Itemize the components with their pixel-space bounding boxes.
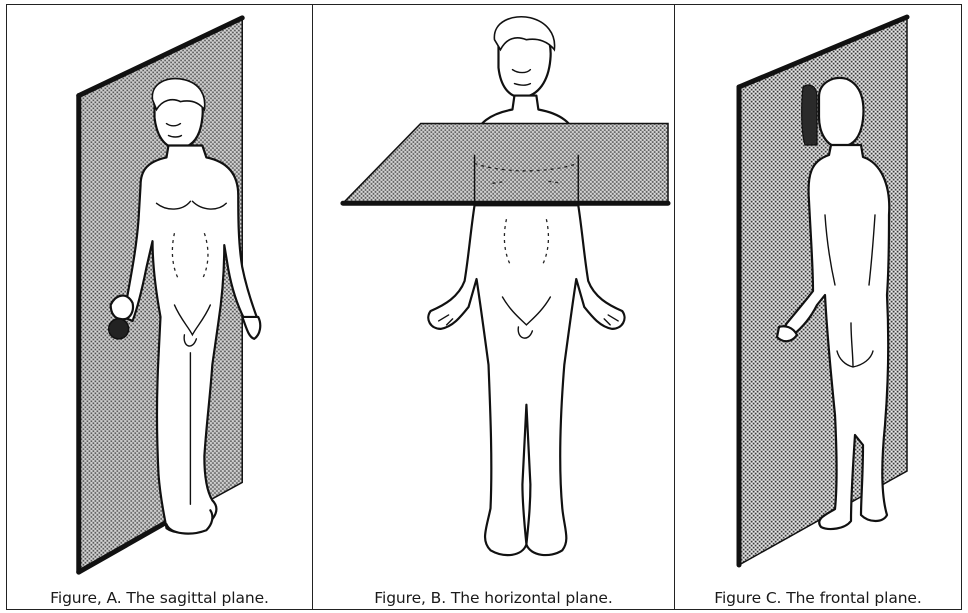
torso-and-legs: [428, 205, 624, 555]
panel-horizontal-plane: Figure, B. The horizontal plane.: [313, 5, 675, 609]
sagittal-plane-illustration: [7, 5, 312, 580]
hand-ball: [109, 319, 129, 339]
horizontal-plane-illustration: [313, 5, 674, 580]
caption-frontal: Figure C. The frontal plane.: [675, 589, 961, 607]
right-hand: [242, 317, 260, 339]
horizontal-plane-sheet: [343, 123, 668, 203]
head-back: [819, 78, 863, 147]
panel-frontal-plane: Figure C. The frontal plane.: [675, 5, 961, 609]
face-silhouette: [802, 85, 817, 145]
caption-horizontal: Figure, B. The horizontal plane.: [313, 589, 674, 607]
caption-sagittal: Figure, A. The sagittal plane.: [7, 589, 312, 607]
anatomical-planes-figure: Figure, A. The sagittal plane.: [6, 4, 962, 610]
frontal-plane-illustration: [675, 5, 961, 580]
human-figure-lower: [428, 205, 624, 555]
left-hand: [111, 296, 133, 320]
panel-sagittal-plane: Figure, A. The sagittal plane.: [7, 5, 313, 609]
